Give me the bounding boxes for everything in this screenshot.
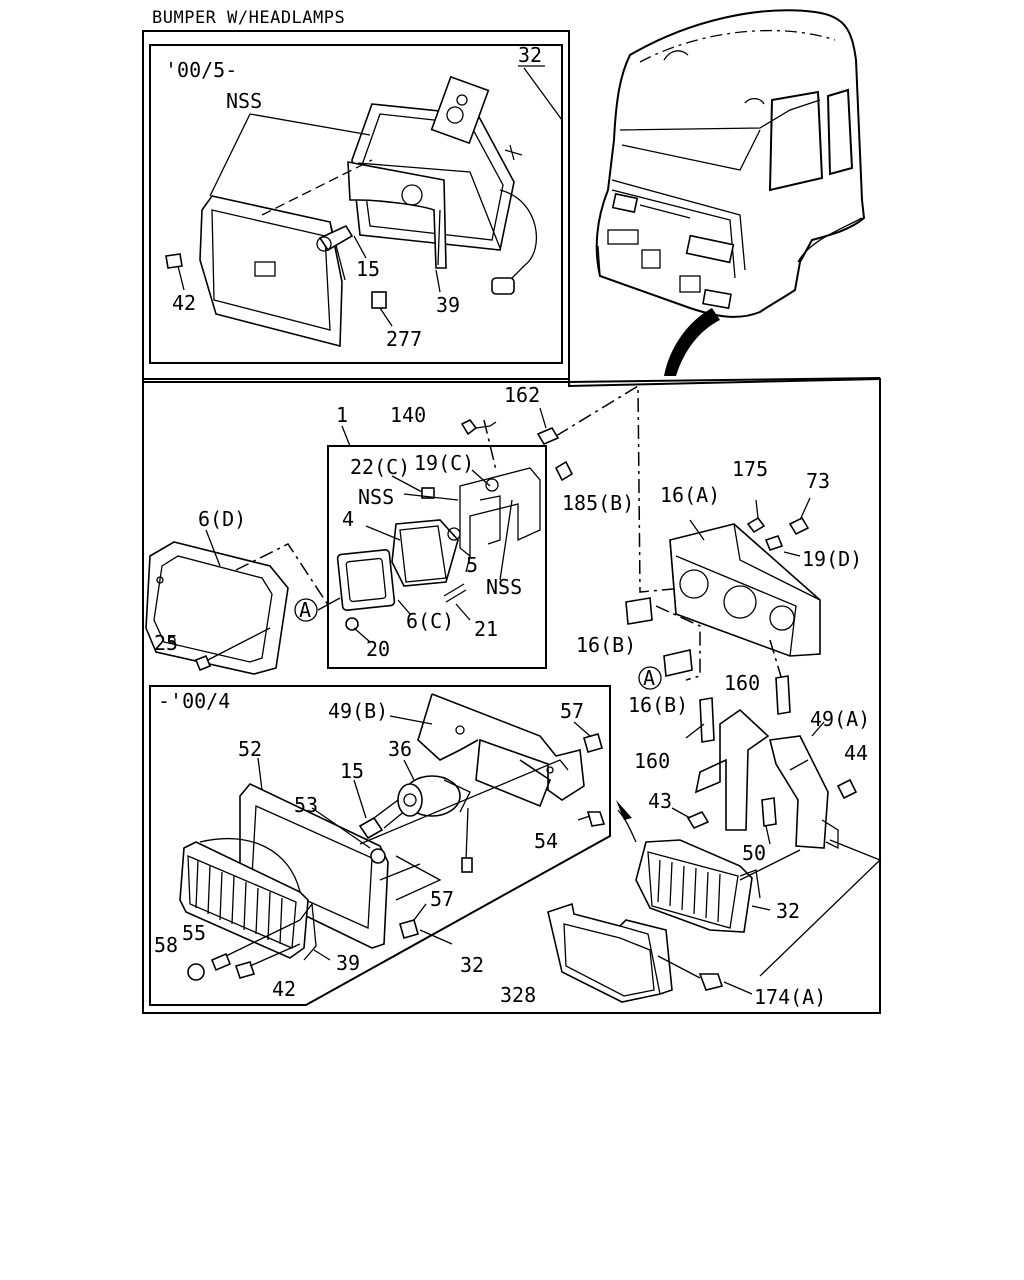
callout-32-lower: 32 — [460, 953, 484, 977]
bracket-16a-drawing — [655, 497, 821, 701]
panel-top-new-model: '00/5- — [142, 30, 570, 380]
callout-185b: 185(B) — [562, 491, 634, 515]
callout-160-upper: 160 — [724, 671, 760, 695]
bracket-16b-2-drawing — [663, 649, 693, 677]
headlamp-lens-drawing — [199, 195, 346, 348]
callout-6d: 6(D) — [198, 507, 246, 531]
callout-44: 44 — [844, 741, 868, 765]
callout-49a: 49(A) — [810, 707, 870, 731]
bolt-162-drawing — [536, 426, 560, 446]
bracket-49b-drawing — [417, 693, 585, 808]
callout-55: 55 — [182, 921, 206, 945]
bolt-174a-drawing — [698, 973, 724, 991]
callout-175: 175 — [732, 457, 768, 481]
callout-5: 5 — [466, 553, 478, 577]
main-panel-frame — [142, 377, 881, 1014]
callout-32-top: 32 — [518, 43, 542, 67]
diagram-title: BUMPER W/HEADLAMPS — [152, 8, 345, 28]
reference-marker-a2-label: A — [643, 666, 655, 690]
callout-16b-lower: 16(B) — [628, 693, 688, 717]
callout-15-top: 15 — [356, 257, 380, 281]
callout-32-right: 32 — [776, 899, 800, 923]
callout-57-upper: 57 — [560, 699, 584, 723]
callout-19d: 19(D) — [802, 547, 862, 571]
callout-39-top: 39 — [436, 293, 460, 317]
callout-6c: 6(C) — [406, 609, 454, 633]
reference-marker-a1 — [294, 598, 318, 622]
callout-nss-lower: NSS — [486, 575, 522, 599]
callout-36: 36 — [388, 737, 412, 761]
callout-16b-upper: 16(B) — [576, 633, 636, 657]
headlamp-housing-drawing — [351, 75, 538, 295]
reference-marker-a2 — [638, 666, 662, 690]
pointer-arrow — [664, 308, 720, 376]
callout-160-lower: 160 — [634, 749, 670, 773]
bulb-15-drawing — [318, 224, 354, 252]
panel-bottom-old-model: -'00/4 — [149, 685, 611, 1006]
callout-25: 25 — [154, 631, 178, 655]
callout-42-top: 42 — [172, 291, 196, 315]
callout-20: 20 — [366, 637, 390, 661]
callout-16a: 16(A) — [660, 483, 720, 507]
bolt-43-drawing — [686, 810, 710, 830]
horn-36-drawing — [397, 775, 471, 817]
callout-54: 54 — [534, 829, 558, 853]
callout-1: 1 — [336, 403, 348, 427]
gasket-6d-drawing — [145, 529, 331, 675]
callout-4: 4 — [342, 507, 354, 531]
guard-328-drawing — [547, 902, 673, 1003]
callout-53: 53 — [294, 793, 318, 817]
clip-277-drawing — [371, 291, 387, 309]
callout-58: 58 — [154, 933, 178, 957]
callout-22c: 22(C) — [350, 455, 410, 479]
nut-140-drawing — [460, 418, 478, 436]
callout-15-lower: 15 — [340, 759, 364, 783]
screw-42-drawing — [165, 253, 183, 269]
callout-nss-upper: NSS — [358, 485, 394, 509]
callout-49b: 49(B) — [328, 699, 388, 723]
callout-42-lower: 42 — [272, 977, 296, 1001]
callout-39-lower: 39 — [336, 951, 360, 975]
callout-277: 277 — [386, 327, 422, 351]
callout-19c: 19(C) — [414, 451, 474, 475]
bracket-49a-drawing — [694, 708, 858, 850]
reference-marker-a1-label: A — [299, 598, 311, 622]
callout-73: 73 — [806, 469, 830, 493]
callout-174a: 174(A) — [754, 985, 826, 1009]
bracket-16b-1-drawing — [625, 597, 653, 625]
truck-cab-drawing — [595, 9, 866, 318]
callout-43: 43 — [648, 789, 672, 813]
panel-bottom-range-label: -'00/4 — [158, 689, 230, 713]
bolt-50-drawing — [761, 797, 777, 827]
panel-top-range-label: '00/5- — [165, 58, 237, 82]
callout-162: 162 — [504, 383, 540, 407]
callout-nss-top: NSS — [226, 89, 262, 113]
callout-52: 52 — [238, 737, 262, 761]
bulb-15-old-drawing — [358, 816, 384, 840]
fog-lamp-right-drawing — [616, 800, 771, 933]
callout-140: 140 — [390, 403, 426, 427]
callout-21: 21 — [474, 617, 498, 641]
callout-50: 50 — [742, 841, 766, 865]
sub-box-headlamp-assembly — [327, 425, 547, 669]
callout-57-lower: 57 — [430, 887, 454, 911]
callout-328: 328 — [500, 983, 536, 1007]
